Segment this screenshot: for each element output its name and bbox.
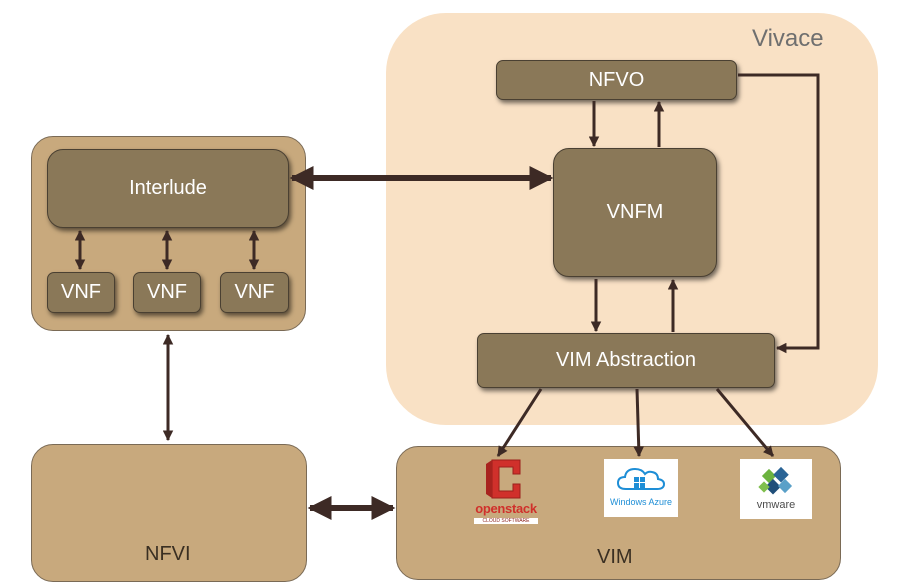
arrow-vim-abstraction-to-vmware xyxy=(715,388,775,457)
vmware-logo: vmware xyxy=(740,459,812,519)
arrow-nfvo-to-vim-abstraction xyxy=(738,73,820,354)
nfvi-box xyxy=(31,444,307,582)
azure-cloud-icon xyxy=(616,467,666,490)
interlude-label: Interlude xyxy=(129,177,207,199)
windows-azure-logo: Windows Azure xyxy=(604,459,678,517)
vnf-box-3: VNF xyxy=(220,272,289,313)
vim-label: VIM xyxy=(597,546,633,568)
vnf-label-1: VNF xyxy=(61,281,101,303)
nfvo-box: NFVO xyxy=(496,60,737,100)
vim-abstraction-label: VIM Abstraction xyxy=(555,349,697,371)
openstack-wordmark: openstack xyxy=(475,501,537,516)
vnfm-label: VNFM xyxy=(606,201,664,223)
vmware-wordmark: vmware xyxy=(756,499,796,511)
openstack-icon xyxy=(486,459,521,499)
nfvo-label: NFVO xyxy=(588,68,645,91)
openstack-tagline: CLOUD SOFTWARE xyxy=(474,518,538,524)
nfvi-label: NFVI xyxy=(145,543,191,565)
vnf-box-1: VNF xyxy=(47,272,115,313)
vnfm-box: VNFM xyxy=(553,148,717,277)
vim-abstraction-box: VIM Abstraction xyxy=(477,333,775,388)
windows-azure-wordmark: Windows Azure xyxy=(609,497,673,507)
vnf-box-2: VNF xyxy=(133,272,201,313)
vivace-label: Vivace xyxy=(752,25,824,52)
openstack-logo: openstack CLOUD SOFTWARE xyxy=(472,458,540,528)
interlude-box: Interlude xyxy=(47,149,289,228)
vmware-icon xyxy=(758,466,793,495)
arrow-vim-abstraction-to-openstack xyxy=(496,388,543,457)
vnf-label-2: VNF xyxy=(147,281,187,303)
arrow-vim-abstraction-to-azure xyxy=(633,388,644,458)
vnf-label-3: VNF xyxy=(234,281,275,303)
